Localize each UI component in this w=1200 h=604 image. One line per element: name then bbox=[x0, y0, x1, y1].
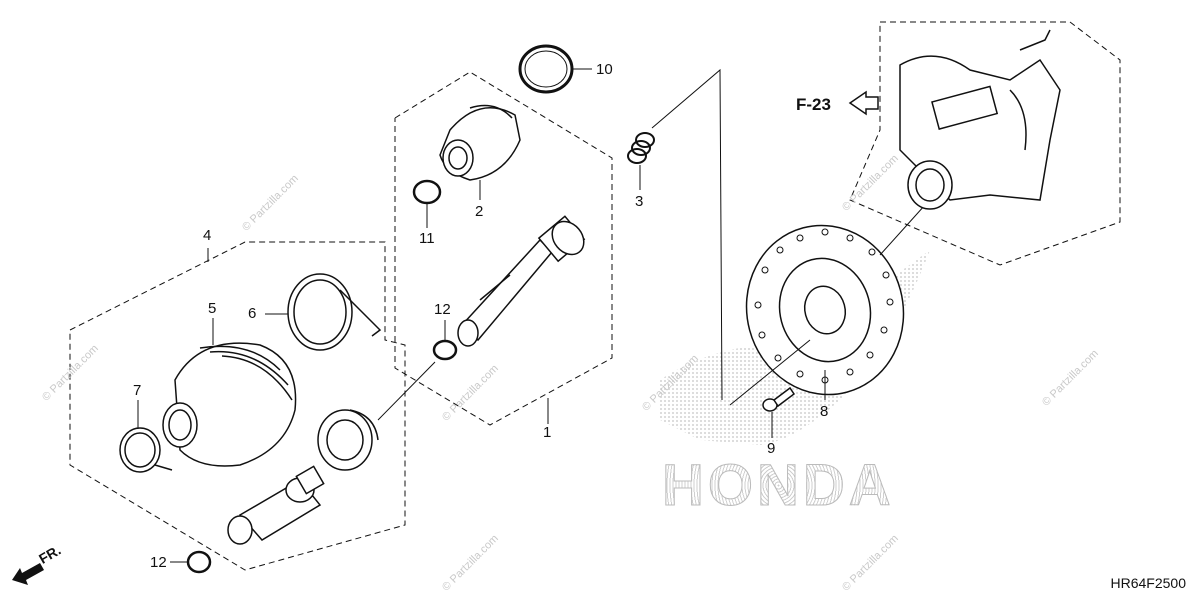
part-10-o-ring bbox=[518, 44, 574, 94]
part-8-brake-disc bbox=[745, 224, 905, 396]
callout-9: 9 bbox=[767, 440, 776, 457]
part-3-spring bbox=[627, 132, 655, 164]
universal-joint bbox=[227, 465, 325, 545]
part-7-small-clamp bbox=[119, 427, 173, 473]
callout-8: 8 bbox=[820, 403, 829, 420]
honda-wordmark: HONDA bbox=[662, 453, 895, 519]
callout-6: 6 bbox=[248, 305, 257, 322]
axle-shaft bbox=[457, 215, 586, 347]
leader-line-3 bbox=[651, 68, 723, 401]
callout-11: 11 bbox=[419, 230, 435, 247]
part-11-ring bbox=[412, 179, 442, 205]
hub-group-outline bbox=[849, 21, 1121, 266]
reference-label: F-23 bbox=[796, 95, 831, 114]
callout-12: 12 bbox=[434, 301, 451, 318]
part-12-lower-ring bbox=[186, 550, 212, 574]
callout-10: 10 bbox=[596, 61, 613, 78]
callout-4: 4 bbox=[203, 227, 212, 244]
hub-housing bbox=[899, 29, 1061, 210]
callout-7: 7 bbox=[133, 382, 142, 399]
callout-12: 12 bbox=[150, 554, 167, 571]
front-arrow bbox=[12, 563, 44, 585]
part-5-boot bbox=[162, 342, 297, 467]
callout-1: 1 bbox=[543, 424, 552, 441]
part-2-boot bbox=[439, 104, 521, 181]
part-6-band-clamp bbox=[287, 273, 382, 351]
group-1-outline bbox=[394, 71, 613, 426]
part-9-bolt bbox=[762, 386, 796, 412]
oil-seal bbox=[317, 409, 379, 471]
part-12-upper-ring bbox=[432, 339, 458, 361]
callout-2: 2 bbox=[475, 203, 484, 220]
group-4-outline bbox=[69, 241, 406, 571]
callout-5: 5 bbox=[208, 300, 217, 317]
diagram-code: HR64F2500 bbox=[1110, 575, 1187, 591]
callout-3: 3 bbox=[635, 193, 644, 210]
reference-arrow bbox=[848, 90, 879, 116]
